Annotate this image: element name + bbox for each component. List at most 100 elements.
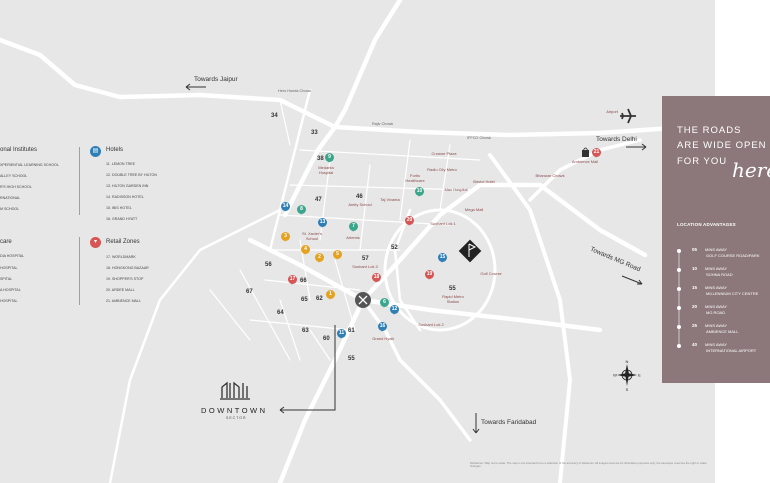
radio-city-label: Radio City Metro: [427, 167, 457, 172]
sector-label: 63: [302, 328, 309, 334]
sector-label: 38: [317, 156, 324, 162]
sector-label: 52: [391, 245, 398, 251]
timeline-dot: [677, 287, 681, 291]
legend-item: RNATIONAL: [0, 196, 21, 200]
timeline-dot: [677, 306, 681, 310]
sushant-lok-1-label: Sushant Lok 1: [430, 221, 456, 226]
sector-label: 57: [362, 256, 369, 262]
medanta-label: Medanta Hospital: [318, 165, 334, 175]
advantage-destination: AMBIENCE MALL: [706, 329, 739, 334]
map-pin[interactable]: 1: [326, 290, 335, 300]
legend-divider: [79, 237, 80, 305]
advantage-unit: MINS AWAY: [705, 304, 728, 309]
hero-honda-chowk-label: Hero Honda Chowk: [278, 89, 312, 93]
map-pin[interactable]: 4: [301, 245, 310, 255]
legend-item: 12. DOUBLE TREE BY HILTON: [106, 173, 157, 177]
legend-item: ALLEY SCHOOL: [0, 174, 28, 178]
timeline-dot: [677, 268, 681, 272]
advantage-unit: MINS AWAY: [705, 323, 728, 328]
map-pin[interactable]: 2: [315, 253, 324, 263]
compass-icon: N S W E: [613, 359, 641, 392]
advantage-unit: MINS AWAY: [705, 247, 728, 252]
airport-label: Airport: [606, 109, 618, 114]
legend-item: SPITAL: [0, 277, 13, 281]
downtown-logo-icon: [220, 381, 250, 400]
advantage-destination: INTERNATIONAL AIRPORT: [706, 348, 757, 353]
panel-title-line: THE ROADS: [677, 125, 742, 136]
timeline-dot: [677, 325, 681, 329]
towards-jaipur-label: Towards Jaipur: [194, 76, 238, 83]
map-pin[interactable]: 17: [288, 275, 297, 285]
disclaimer-text: Disclaimer: Map not to scale. The map is…: [470, 461, 707, 469]
sector-label: 65: [301, 297, 308, 303]
map-pin[interactable]: 8: [297, 205, 306, 215]
sector-label: 60: [323, 336, 330, 342]
map-pin[interactable]: 6: [380, 298, 389, 308]
road-network: [0, 0, 715, 483]
advantage-row: 40 MINS AWAY INTERNATIONAL AIRPORT: [672, 342, 770, 358]
legend-heading-retail: Retail Zones: [106, 239, 140, 245]
legend-divider: [79, 147, 80, 215]
map-pin[interactable]: 11: [337, 329, 346, 339]
timeline-line: [678, 251, 680, 347]
advantage-destination: MILLENNIUM CITY CENTRE: [706, 291, 759, 296]
legend-item: A HOSPITAL: [0, 288, 21, 292]
advantage-row: 15 MINS AWAY MILLENNIUM CITY CENTRE: [672, 285, 770, 301]
map-pin[interactable]: 20: [405, 216, 414, 226]
legend-item: 15. IBIS HOTEL: [106, 206, 132, 210]
panel-title-line: FOR YOU: [677, 156, 728, 167]
legend-item: XPERIENTIAL LEARNING SCHOOL: [0, 163, 59, 167]
compass-s: S: [626, 387, 629, 392]
bhawar-chowk-label: Bhanwar Chowk: [535, 173, 565, 178]
map-pin[interactable]: 9: [325, 153, 334, 163]
location-map: Towards Jaipur Towards Delhi Towards MG …: [0, 0, 715, 483]
towards-faridabad-label: Towards Faridabad: [481, 419, 537, 426]
legend-item: 16. GRAND HYATT: [106, 217, 138, 221]
map-pin[interactable]: 13: [318, 218, 327, 228]
advantage-mins: 25: [692, 323, 698, 328]
timeline-dot: [677, 249, 681, 253]
advantage-destination: GOLF COURSE ROAD/PARK: [706, 253, 760, 258]
map-pin[interactable]: 3: [281, 232, 290, 242]
sector-label: 62: [316, 296, 323, 302]
legend-item: HOSPITAL: [0, 299, 18, 303]
sector-label: 67: [246, 289, 253, 295]
shopping-bag-icon: [582, 150, 589, 157]
legend-item: DIA HOSPITAL: [0, 254, 25, 258]
legend-item: 21. AMBIENCE MALL: [106, 299, 141, 303]
advantage-row: 25 MINS AWAY AMBIENCE MALL: [672, 323, 770, 339]
legend-heading-institutes: onal Institutes: [0, 147, 38, 153]
timeline-dot: [677, 344, 681, 348]
sector-label: 34: [271, 113, 278, 119]
legend-item: 11. LEMON TREE: [106, 162, 136, 166]
map-pin[interactable]: 15: [438, 253, 447, 263]
iffco-chowk-label: IFFCO Chowk: [467, 136, 492, 140]
sector-label: 61: [348, 328, 355, 334]
advantage-destination: SOHNA ROAD: [706, 272, 733, 277]
sector-label: 66: [300, 278, 307, 284]
grand-hyatt-label: Grand Hyatt: [372, 336, 394, 341]
legend-item: M SCHOOL: [0, 207, 20, 211]
map-pin[interactable]: 18: [372, 273, 381, 283]
legend-item: 13. HILTON GARDEN INN: [106, 184, 149, 188]
map-pin[interactable]: 12: [390, 305, 399, 315]
advantage-row: 20 MINS AWAY MG ROAD: [672, 304, 770, 320]
advantage-mins: 05: [692, 247, 698, 252]
golf-course-label: Golf Course: [480, 271, 502, 276]
map-pin[interactable]: 7: [349, 222, 358, 232]
map-pin[interactable]: 21: [592, 148, 601, 158]
map-pin[interactable]: 14: [281, 202, 290, 212]
legend-item: 20. ARDEE MALL: [106, 288, 135, 292]
map-pin[interactable]: 16: [378, 322, 387, 332]
panel-script-word: here: [732, 158, 770, 182]
legend-item: 18. HONGKONG BAZAAR: [106, 266, 149, 270]
map-pin[interactable]: 19: [425, 270, 434, 280]
advantage-mins: 40: [692, 342, 698, 347]
map-pin[interactable]: 10: [415, 187, 424, 197]
sector-label: 56: [265, 262, 272, 268]
crowne-plaza-label: Crowne Plaza: [431, 151, 457, 156]
advantage-unit: MINS AWAY: [705, 342, 728, 347]
compass-e: E: [638, 373, 641, 378]
map-pin[interactable]: 5: [333, 250, 342, 260]
location-advantages-panel: THE ROADS ARE WIDE OPEN FOR YOU here LOC…: [662, 96, 770, 383]
